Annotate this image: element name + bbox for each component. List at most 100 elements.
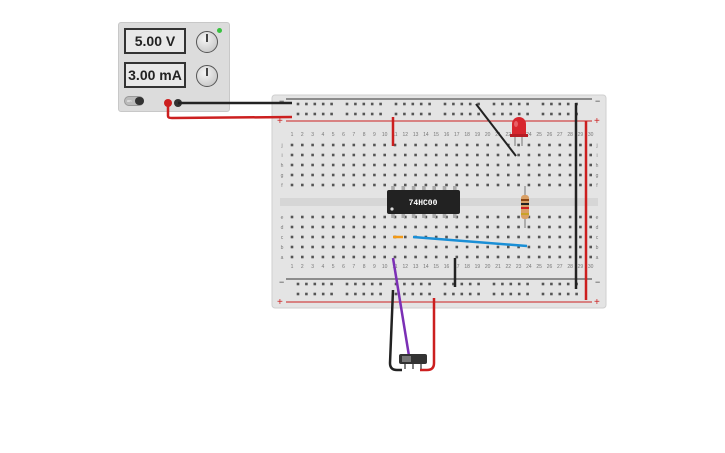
breadboard-hole[interactable]	[558, 112, 562, 116]
breadboard-hole[interactable]	[486, 143, 489, 147]
breadboard-hole[interactable]	[501, 112, 504, 116]
breadboard-hole[interactable]	[330, 102, 333, 106]
breadboard-hole[interactable]	[445, 173, 448, 177]
breadboard-hole[interactable]	[526, 292, 529, 296]
breadboard-hole[interactable]	[321, 153, 325, 157]
breadboard-hole[interactable]	[579, 215, 582, 219]
breadboard-hole[interactable]	[455, 215, 459, 219]
breadboard-hole[interactable]	[305, 112, 308, 116]
breadboard-hole[interactable]	[414, 173, 417, 177]
breadboard-hole[interactable]	[383, 245, 386, 249]
breadboard-hole[interactable]	[589, 173, 592, 177]
breadboard-hole[interactable]	[568, 183, 572, 187]
breadboard-hole[interactable]	[311, 173, 314, 177]
breadboard-hole[interactable]	[445, 153, 448, 157]
breadboard-hole[interactable]	[321, 143, 325, 147]
breadboard-hole[interactable]	[301, 215, 304, 219]
breadboard-hole[interactable]	[383, 143, 386, 147]
breadboard-hole[interactable]	[311, 235, 314, 239]
breadboard-hole[interactable]	[414, 255, 417, 259]
breadboard-hole[interactable]	[486, 255, 489, 259]
breadboard-hole[interactable]	[568, 255, 572, 259]
breadboard-hole[interactable]	[477, 102, 480, 106]
breadboard-hole[interactable]	[383, 225, 386, 229]
breadboard-hole[interactable]	[424, 235, 428, 239]
breadboard-hole[interactable]	[507, 173, 510, 177]
breadboard-hole[interactable]	[496, 245, 500, 249]
breadboard-hole[interactable]	[527, 225, 531, 229]
breadboard-hole[interactable]	[373, 225, 376, 229]
breadboard-hole[interactable]	[579, 153, 582, 157]
breadboard-hole[interactable]	[404, 183, 407, 187]
breadboard-hole[interactable]	[445, 143, 448, 147]
power-supply[interactable]: 5.00 V 3.00 mA on	[118, 22, 230, 112]
breadboard-hole[interactable]	[568, 153, 572, 157]
breadboard-hole[interactable]	[575, 112, 578, 116]
breadboard-hole[interactable]	[331, 163, 335, 167]
breadboard-hole[interactable]	[311, 245, 314, 249]
breadboard-hole[interactable]	[558, 163, 562, 167]
breadboard-hole[interactable]	[579, 255, 582, 259]
breadboard-hole[interactable]	[424, 143, 428, 147]
breadboard-hole[interactable]	[486, 225, 489, 229]
breadboard-hole[interactable]	[383, 173, 386, 177]
breadboard-hole[interactable]	[352, 235, 356, 239]
breadboard-hole[interactable]	[354, 102, 357, 106]
breadboard-hole[interactable]	[301, 153, 304, 157]
breadboard-hole[interactable]	[414, 163, 417, 167]
breadboard-hole[interactable]	[566, 112, 570, 116]
breadboard-hole[interactable]	[331, 173, 335, 177]
breadboard-hole[interactable]	[290, 225, 294, 229]
breadboard-hole[interactable]	[579, 163, 582, 167]
breadboard-hole[interactable]	[465, 255, 469, 259]
breadboard-hole[interactable]	[558, 255, 562, 259]
breadboard-hole[interactable]	[558, 173, 562, 177]
breadboard-hole[interactable]	[496, 215, 500, 219]
breadboard-hole[interactable]	[509, 102, 513, 106]
breadboard-hole[interactable]	[589, 183, 592, 187]
breadboard-hole[interactable]	[507, 255, 510, 259]
breadboard-hole[interactable]	[393, 245, 397, 249]
breadboard-hole[interactable]	[321, 215, 325, 219]
breadboard-hole[interactable]	[352, 183, 356, 187]
breadboard-hole[interactable]	[537, 225, 541, 229]
red-led[interactable]	[510, 117, 528, 146]
breadboard-hole[interactable]	[501, 102, 504, 106]
breadboard-hole[interactable]	[370, 102, 374, 106]
breadboard-hole[interactable]	[342, 173, 345, 177]
breadboard-hole[interactable]	[419, 112, 423, 116]
breadboard-hole[interactable]	[370, 282, 374, 286]
breadboard-hole[interactable]	[589, 163, 592, 167]
breadboard-hole[interactable]	[517, 282, 521, 286]
breadboard-hole[interactable]	[373, 235, 376, 239]
breadboard-hole[interactable]	[541, 102, 545, 106]
breadboard-hole[interactable]	[404, 153, 407, 157]
breadboard-hole[interactable]	[301, 225, 304, 229]
breadboard-hole[interactable]	[301, 143, 304, 147]
breadboard-hole[interactable]	[468, 112, 472, 116]
breadboard-hole[interactable]	[455, 173, 459, 177]
breadboard-hole[interactable]	[579, 235, 582, 239]
breadboard-hole[interactable]	[362, 112, 366, 116]
breadboard-hole[interactable]	[434, 225, 438, 229]
breadboard-hole[interactable]	[486, 235, 489, 239]
breadboard-hole[interactable]	[537, 255, 541, 259]
breadboard-hole[interactable]	[460, 102, 464, 106]
breadboard-hole[interactable]	[290, 183, 294, 187]
breadboard-hole[interactable]	[394, 282, 398, 286]
breadboard-hole[interactable]	[468, 292, 472, 296]
breadboard-hole[interactable]	[354, 292, 357, 296]
breadboard-hole[interactable]	[393, 163, 397, 167]
breadboard-hole[interactable]	[550, 102, 553, 106]
breadboard-hole[interactable]	[345, 102, 349, 106]
breadboard-hole[interactable]	[589, 143, 592, 147]
breadboard-hole[interactable]	[507, 163, 510, 167]
breadboard-hole[interactable]	[424, 173, 428, 177]
breadboard-hole[interactable]	[352, 245, 356, 249]
breadboard-hole[interactable]	[486, 245, 489, 249]
breadboard-hole[interactable]	[311, 153, 314, 157]
breadboard-hole[interactable]	[537, 153, 541, 157]
breadboard-hole[interactable]	[455, 143, 459, 147]
breadboard-hole[interactable]	[492, 292, 496, 296]
breadboard-hole[interactable]	[373, 173, 376, 177]
